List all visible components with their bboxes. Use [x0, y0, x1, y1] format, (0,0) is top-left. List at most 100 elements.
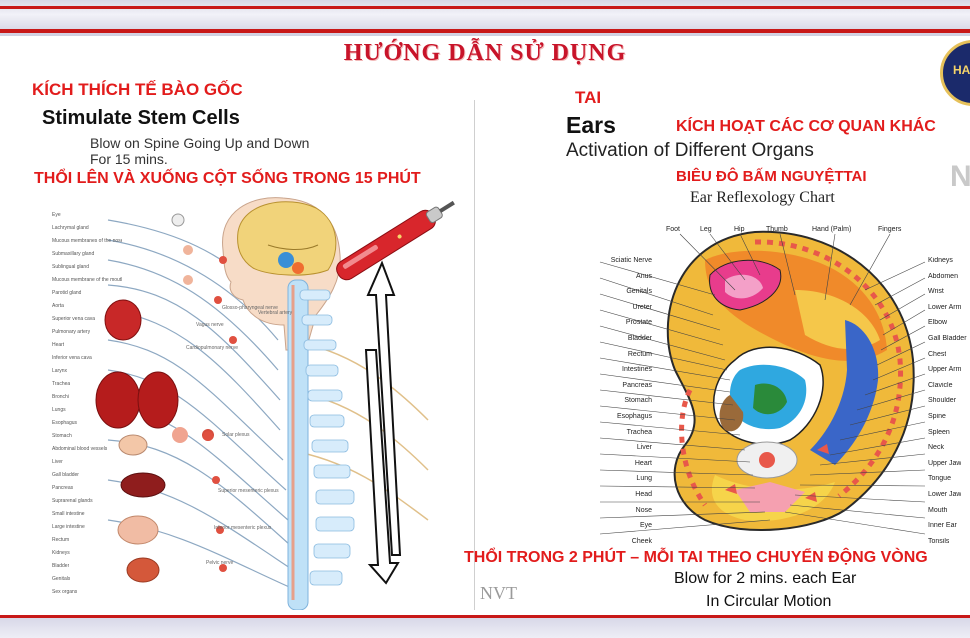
right-vn-tai: TAI	[575, 88, 602, 107]
right-en-blow-1: Blow for 2 mins. each Ear	[674, 570, 857, 587]
top-red-line	[0, 6, 970, 9]
organ-label: Trachea	[52, 381, 71, 387]
nerve-label: Cardiopulmonary nerve	[186, 345, 238, 351]
watermark: NVT	[480, 583, 517, 603]
up-down-arrows	[364, 260, 402, 585]
ear-left-label: Intestines	[622, 366, 652, 374]
organ-label: Genitals	[52, 576, 71, 582]
right-vn-chart: BIÊU ĐÔ BẤM NGUYỆTTAI	[676, 168, 867, 185]
ear-left-label: Trachea	[626, 428, 652, 436]
organ-label: Larynx	[52, 368, 68, 374]
organ-label: Stomach	[52, 433, 72, 439]
ear-right-label: Elbow	[928, 319, 948, 327]
ear-top-label: Foot	[666, 226, 681, 233]
nerve-label: Vertebral artery	[258, 310, 293, 316]
organ-label: Aorta	[52, 303, 64, 309]
instruction-line-1: Blow on Spine Going Up and Down	[90, 135, 310, 151]
ear-top-label: Hip	[734, 226, 745, 233]
organ-label: Inferior vena cava	[52, 355, 92, 361]
nerve-label: Glosso-pharyngeal nerve	[222, 305, 278, 311]
ear-left-label: Liver	[636, 444, 652, 452]
ear-left-label: Lung	[636, 475, 652, 483]
organ-label: Superior vena cava	[52, 316, 96, 322]
organ-label: Bronchi	[52, 394, 69, 400]
ear-right-label: Upper Jaw	[928, 459, 962, 467]
organ-label: Mucous membrane of the mouth	[52, 277, 122, 283]
header-red-line	[0, 29, 970, 33]
ear-chart-title: Ear Reflexology Chart	[690, 189, 835, 206]
organ-label: Lachrymal gland	[52, 225, 89, 231]
ear-right-label: Mouth	[928, 506, 948, 514]
ear-top-label: Fingers	[878, 226, 902, 233]
organ-label: Liver	[52, 459, 63, 465]
organ-label: Submaxillary gland	[52, 251, 95, 257]
left-en-heading: Stimulate Stem Cells	[42, 107, 240, 129]
nerve-label: Superior mesenteric plexus	[218, 488, 279, 494]
ear-right-label: Kidneys	[928, 257, 953, 264]
organ-label: Suprarenal glands	[52, 498, 93, 504]
ear-right-label: Wrist	[928, 288, 944, 296]
ear-left-label: Heart	[634, 459, 652, 467]
ear-left-label: Bladder	[627, 335, 652, 342]
organ-label: Esophagus	[52, 420, 78, 426]
ear-right-label: Tongue	[928, 475, 951, 483]
bottom-band	[0, 618, 970, 638]
organ-label: Heart	[52, 342, 65, 348]
organ-label: Pancreas	[52, 485, 74, 491]
organ-label: Sublingual gland	[52, 264, 89, 270]
ear-left-label: Pancreas	[622, 381, 652, 389]
nerve-label: Vagus nerve	[196, 322, 224, 328]
logo-text: HA	[953, 63, 970, 77]
ear-right-label: Inner Ear	[928, 522, 957, 530]
nerve-label: Inferior mesenteric plexus	[214, 525, 272, 531]
right-en-blow-2: In Circular Motion	[706, 593, 832, 610]
organ-label: Large intestine	[52, 524, 85, 530]
ear-left-label: Eye	[639, 522, 652, 530]
organ-label: Small intestine	[52, 511, 85, 517]
instruction-line-2: For 15 mins.	[90, 151, 168, 167]
ear-top-label: Leg	[700, 226, 712, 233]
left-vn-heading: KÍCH THÍCH TẾ BÀO GỐC	[32, 80, 243, 99]
ear-right-label: Lower Jaw	[928, 491, 962, 498]
ear-left-label: Genitals	[626, 288, 652, 296]
organ-label: Rectum	[52, 537, 70, 543]
ear-left-label: Anus	[636, 272, 652, 280]
ear-right-label: Tonsils	[928, 537, 950, 545]
ear-right-label: Abdomen	[928, 272, 958, 280]
organ-label: Abdominal blood vessels	[52, 446, 108, 452]
device-wand-illustration	[336, 200, 455, 281]
ear-left-label: Prostate	[625, 319, 652, 327]
right-vn-blow: THỔI TRONG 2 PHÚT – MỖI TAI THEO CHUYỂN …	[464, 549, 928, 566]
ear-left-label: Cheek	[631, 537, 652, 545]
ear-right-label: Neck	[928, 444, 944, 452]
ear-right-label: Shoulder	[928, 397, 957, 405]
organ-label: Pulmonary artery	[52, 329, 91, 335]
ear-right-label: Spine	[928, 413, 946, 420]
side-letter: N	[950, 160, 970, 193]
organ-label: Eye	[52, 212, 61, 218]
right-en-activation: Activation of Different Organs	[566, 140, 814, 161]
ear-left-label: Sciatic Nerve	[610, 257, 652, 264]
ear-left-label: Rectum	[627, 350, 652, 358]
nervous-system-illustration	[95, 197, 429, 610]
ear-left-label: Esophagus	[616, 413, 652, 420]
nerve-label: Solar plexus	[222, 432, 250, 438]
ear-right-label: Chest	[928, 350, 947, 358]
page-title: HƯỚNG DẪN SỬ DỤNG	[343, 40, 627, 66]
organ-label: Gall bladder	[52, 472, 79, 478]
ear-left-label: Nose	[635, 506, 652, 514]
ear-right-label: Spleen	[928, 428, 950, 436]
nerve-label: Pelvic nerve	[206, 560, 234, 566]
ear-top-label: Thumb	[766, 226, 788, 233]
organ-label: Kidneys	[52, 550, 70, 556]
right-vn-activation: KÍCH HOẠT CÁC CƠ QUAN KHÁC	[676, 118, 936, 135]
ear-left-label: Ureter	[632, 303, 652, 311]
organ-label: Bladder	[52, 563, 70, 569]
ear-left-label: Stomach	[624, 397, 652, 405]
organ-label: Parotid gland	[52, 290, 82, 296]
ear-reflexology-chart	[599, 230, 926, 535]
ear-right-label: Clavicle	[928, 381, 953, 389]
right-en-ears: Ears	[566, 112, 616, 138]
bottom-red-line	[0, 615, 970, 618]
ear-right-label: Lower Arm	[928, 303, 962, 311]
